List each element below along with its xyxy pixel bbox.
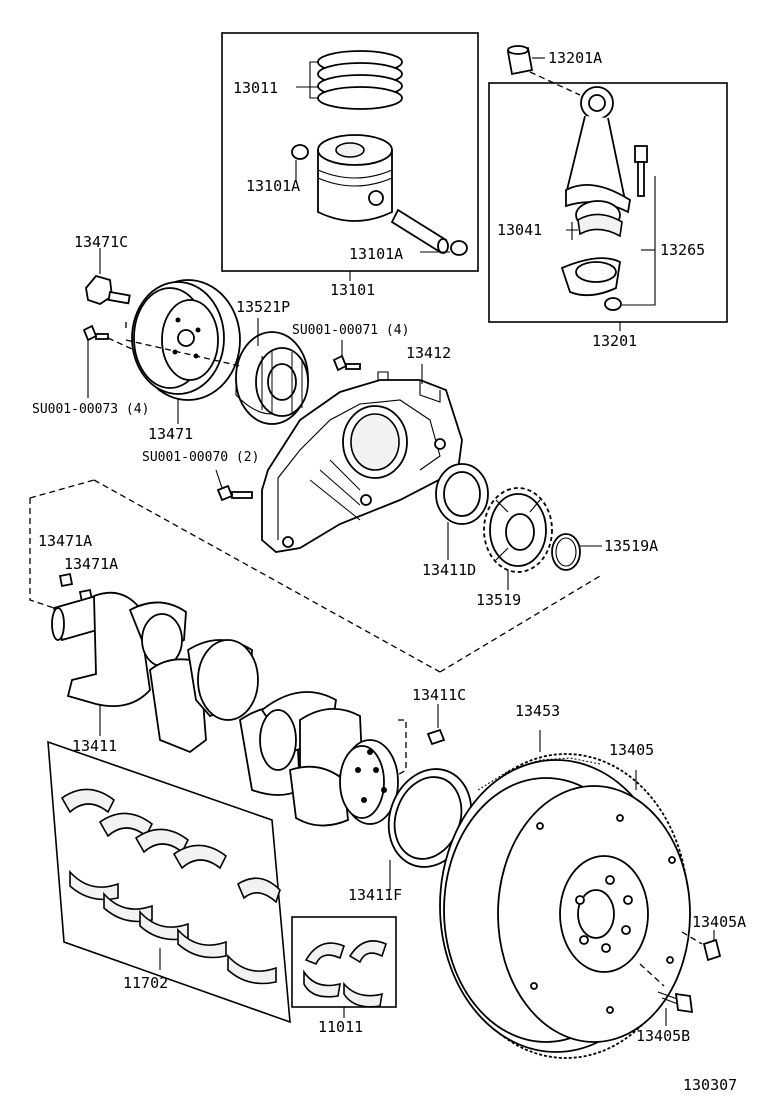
pulley-group [82,248,309,425]
label-13471C: 13471C [74,233,128,251]
label-13471A-2: 13471A [64,555,118,573]
crank-gear-13521P [235,331,309,425]
oil-pump-housing-13412 [215,340,463,553]
label-11011: 11011 [318,1018,363,1036]
o-ring-13519A [551,533,581,571]
flywheel-bolt-13405B [639,963,694,1026]
label-13471: 13471 [148,425,193,443]
crank-pulley-13471 [131,279,241,401]
label-su001-00070: SU001-00070 (2) [142,450,259,465]
pulley-bolt-13471C [85,274,131,305]
connecting-rod-group [488,45,728,331]
conrod-bearing-13041 [577,213,623,238]
key-13471A [58,572,74,588]
label-13453: 13453 [515,702,560,720]
main-bearing-set-11702 [47,740,291,1024]
label-13411D: 13411D [422,561,476,579]
piston-part [317,134,393,222]
conrod-nut-part [604,297,622,311]
label-13411F: 13411F [348,886,402,904]
label-13405A: 13405A [692,913,746,931]
oil-seal-13411D [435,463,489,525]
snap-ring-part [291,144,309,160]
label-13471A-1: 13471A [38,532,92,550]
label-13201: 13201 [592,332,637,350]
label-13101A-bottom: 13101A [349,245,403,263]
label-13101A-top: 13101A [246,177,300,195]
label-13412: 13412 [406,344,451,362]
label-13265: 13265 [660,241,705,259]
label-13101: 13101 [330,281,375,299]
piston-rings-13011 [317,50,403,110]
label-13519A: 13519A [604,537,658,555]
label-su001-00073: SU001-00073 (4) [32,402,149,417]
label-13519: 13519 [476,591,521,609]
label-11702: 11702 [123,974,168,992]
housing-bolt-su001-00071 [332,354,361,372]
label-13411C: 13411C [412,686,466,704]
snap-ring-part [450,240,468,256]
label-su001-00071: SU001-00071 (4) [292,323,409,338]
catalog-number: 130307 [683,1076,737,1094]
label-13411: 13411 [72,737,117,755]
dowel-pin-13411C [395,704,446,777]
label-13041: 13041 [497,221,542,239]
thrust-washer-set-11011 [291,916,397,1018]
housing-bolt-su001-00070 [216,484,253,502]
conrod-box [488,82,728,323]
connecting-rod-part [565,86,631,230]
crankshaft-13411 [29,479,601,827]
front-seal-group [435,463,602,590]
label-13521P: 13521P [236,298,290,316]
pulley-bolt-su001-00073 [82,324,109,342]
conrod-bushing-13201A [506,45,534,76]
label-13405B: 13405B [636,1027,690,1045]
piston-assembly-group [221,32,479,281]
timing-sprocket-13519 [483,487,553,573]
conrod-bolt-part [634,145,648,197]
label-13405: 13405 [609,741,654,759]
flywheel-13405 [439,730,691,1059]
label-13201A: 13201A [548,49,602,67]
conrod-cap-part [560,257,621,297]
flywheel-dowel-13405A [681,930,722,962]
label-13011: 13011 [233,79,278,97]
